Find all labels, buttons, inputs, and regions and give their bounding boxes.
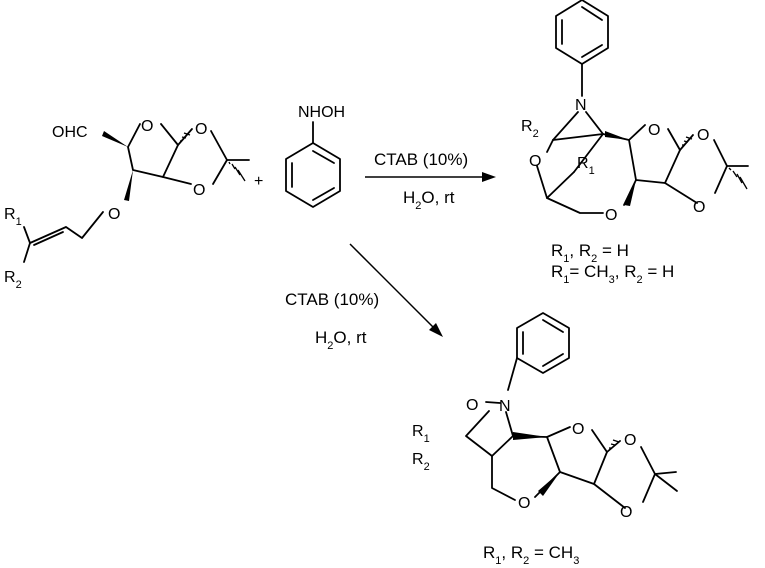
hashed-methyl (228, 161, 246, 182)
reaction-arrow-bottom (349, 243, 443, 337)
r2-label: R2 (4, 269, 22, 291)
r1-label: R1 (577, 155, 595, 177)
hashed-bond (682, 136, 693, 146)
ether-oxygen: O (108, 206, 120, 223)
product-bottom-isoxazolidine: O N R1 R2 O O O O (412, 312, 678, 521)
r2-label: R2 (521, 118, 539, 140)
isoxazolidine-oxygen: O (466, 397, 478, 414)
nhoh-label: NHOH (298, 104, 345, 121)
substituent-note-1: R1, R2 = H (551, 241, 629, 265)
reactant-sugar-aldehyde: OHC O O O O R1 R2 (4, 118, 250, 291)
dioxolane-oxygen-bottom: O (620, 504, 632, 521)
dioxolane-oxygen-top: O (624, 432, 636, 449)
reaction-arrow-top (365, 172, 496, 182)
furanose-oxygen: O (572, 421, 584, 438)
aldehyde-label: OHC (52, 124, 88, 141)
substituent-note-2: R1= CH3, R2 = H (551, 262, 674, 286)
solvent-label-top: H2O, rt (403, 188, 455, 212)
r2-label: R2 (412, 451, 430, 473)
hashed-bond (180, 132, 191, 142)
bridge-oxygen: O (529, 153, 541, 170)
phenylhydroxylamine: NHOH (285, 104, 345, 208)
pyran-oxygen: O (605, 207, 617, 224)
plus-sign: + (254, 173, 263, 190)
dioxolane-oxygen-bottom: O (693, 199, 705, 216)
r1-label: R1 (4, 206, 22, 228)
furanose-oxygen: O (648, 122, 660, 139)
nitrogen-label: N (499, 398, 511, 415)
substituent-note: R1, R2 = CH3 (483, 543, 579, 567)
dioxolane-oxygen-top: O (697, 127, 709, 144)
r1-label: R1 (412, 423, 430, 445)
solvent-label-bottom: H2O, rt (315, 328, 367, 352)
dioxolane-oxygen-bottom: O (193, 182, 205, 199)
dioxolane-oxygen-top: O (195, 121, 207, 138)
ring-oxygen: O (141, 118, 153, 135)
catalyst-label-bottom: CTAB (10%) (285, 290, 379, 309)
pyran-oxygen: O (518, 495, 530, 512)
hashed-methyl (728, 167, 748, 190)
hashed-bond (609, 439, 620, 449)
nitrogen-label: N (575, 97, 587, 114)
catalyst-label-top: CTAB (10%) (374, 150, 468, 169)
product-top-bridged: N R2 R1 O O O O O (521, 0, 749, 224)
